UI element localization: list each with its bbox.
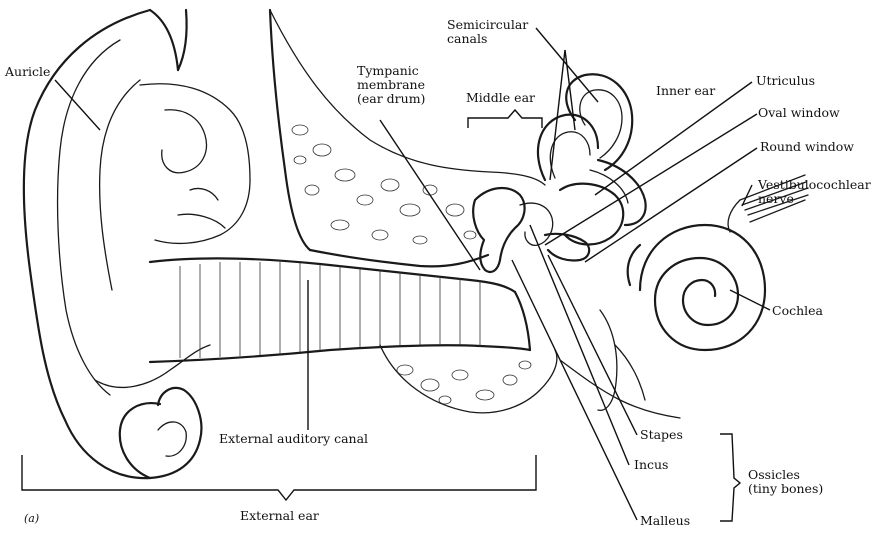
panel-label: (a) (24, 512, 39, 526)
middle-ear-label: Middle ear (466, 91, 535, 105)
stapes-label: Stapes (640, 428, 683, 442)
vestibulocochlear-nerve-label: Vestibulocochlear nerve (758, 178, 871, 206)
utriculus-label: Utriculus (756, 74, 815, 88)
round-window-label: Round window (760, 140, 854, 154)
cochlea-label: Cochlea (772, 304, 823, 318)
auricle-outline (24, 10, 202, 478)
ossicles-shape (473, 188, 524, 272)
incus-label: Incus (634, 458, 668, 472)
ossicles-bracket (720, 434, 740, 521)
tympanic-membrane-label: Tympanic membrane (ear drum) (357, 64, 425, 106)
oval-window-label: Oval window (758, 106, 840, 120)
inner-ear-label: Inner ear (656, 84, 715, 98)
ossicles-label: Ossicles (tiny bones) (748, 468, 823, 496)
semicircular-canals-label: Semicircular canals (447, 18, 528, 46)
external-auditory-canal-label: External auditory canal (219, 432, 368, 446)
external-ear-label: External ear (240, 509, 319, 523)
middle-ear-bracket (468, 110, 542, 128)
auricle-label: Auricle (5, 65, 50, 79)
lobule (120, 403, 160, 478)
tympanic-membrane (515, 292, 530, 350)
external-ear-bracket (22, 455, 536, 500)
cochlea-spiral (640, 225, 765, 350)
temporal-bone-outline (178, 10, 187, 70)
malleus-label: Malleus (640, 514, 690, 528)
